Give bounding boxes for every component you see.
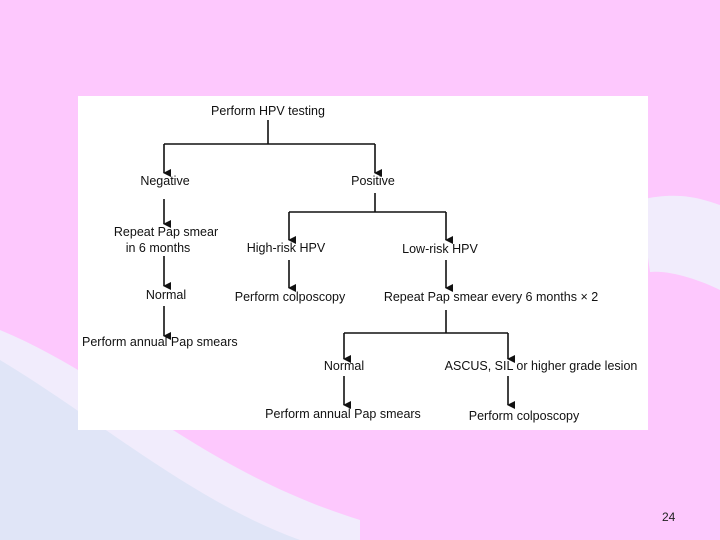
node-perform-annual-right: Perform annual Pap smears: [265, 407, 421, 421]
node-ascus-sil: ASCUS, SIL or higher grade lesion: [444, 359, 638, 373]
flowchart-connectors: [163, 120, 515, 409]
node-repeat-pap-line1: Repeat Pap smear: [113, 225, 219, 239]
node-positive: Positive: [351, 174, 395, 188]
node-high-risk-hpv: High-risk HPV: [246, 241, 326, 255]
node-perform-colposcopy-1: Perform colposcopy: [234, 290, 346, 304]
node-repeat-pap-line2: in 6 months: [125, 241, 191, 255]
node-perform-annual-left: Perform annual Pap smears: [82, 335, 238, 349]
node-normal-right: Normal: [323, 359, 365, 373]
node-negative: Negative: [140, 174, 190, 188]
node-repeat-pap-every: Repeat Pap smear every 6 months × 2: [383, 290, 599, 304]
flowchart-panel: Perform HPV testing Negative Positive Re…: [78, 96, 648, 430]
page-number: 24: [662, 510, 676, 524]
node-perform-hpv-testing: Perform HPV testing: [211, 104, 325, 118]
node-normal-left: Normal: [145, 288, 187, 302]
node-low-risk-hpv: Low-risk HPV: [402, 242, 478, 256]
node-perform-colposcopy-2: Perform colposcopy: [468, 409, 580, 423]
